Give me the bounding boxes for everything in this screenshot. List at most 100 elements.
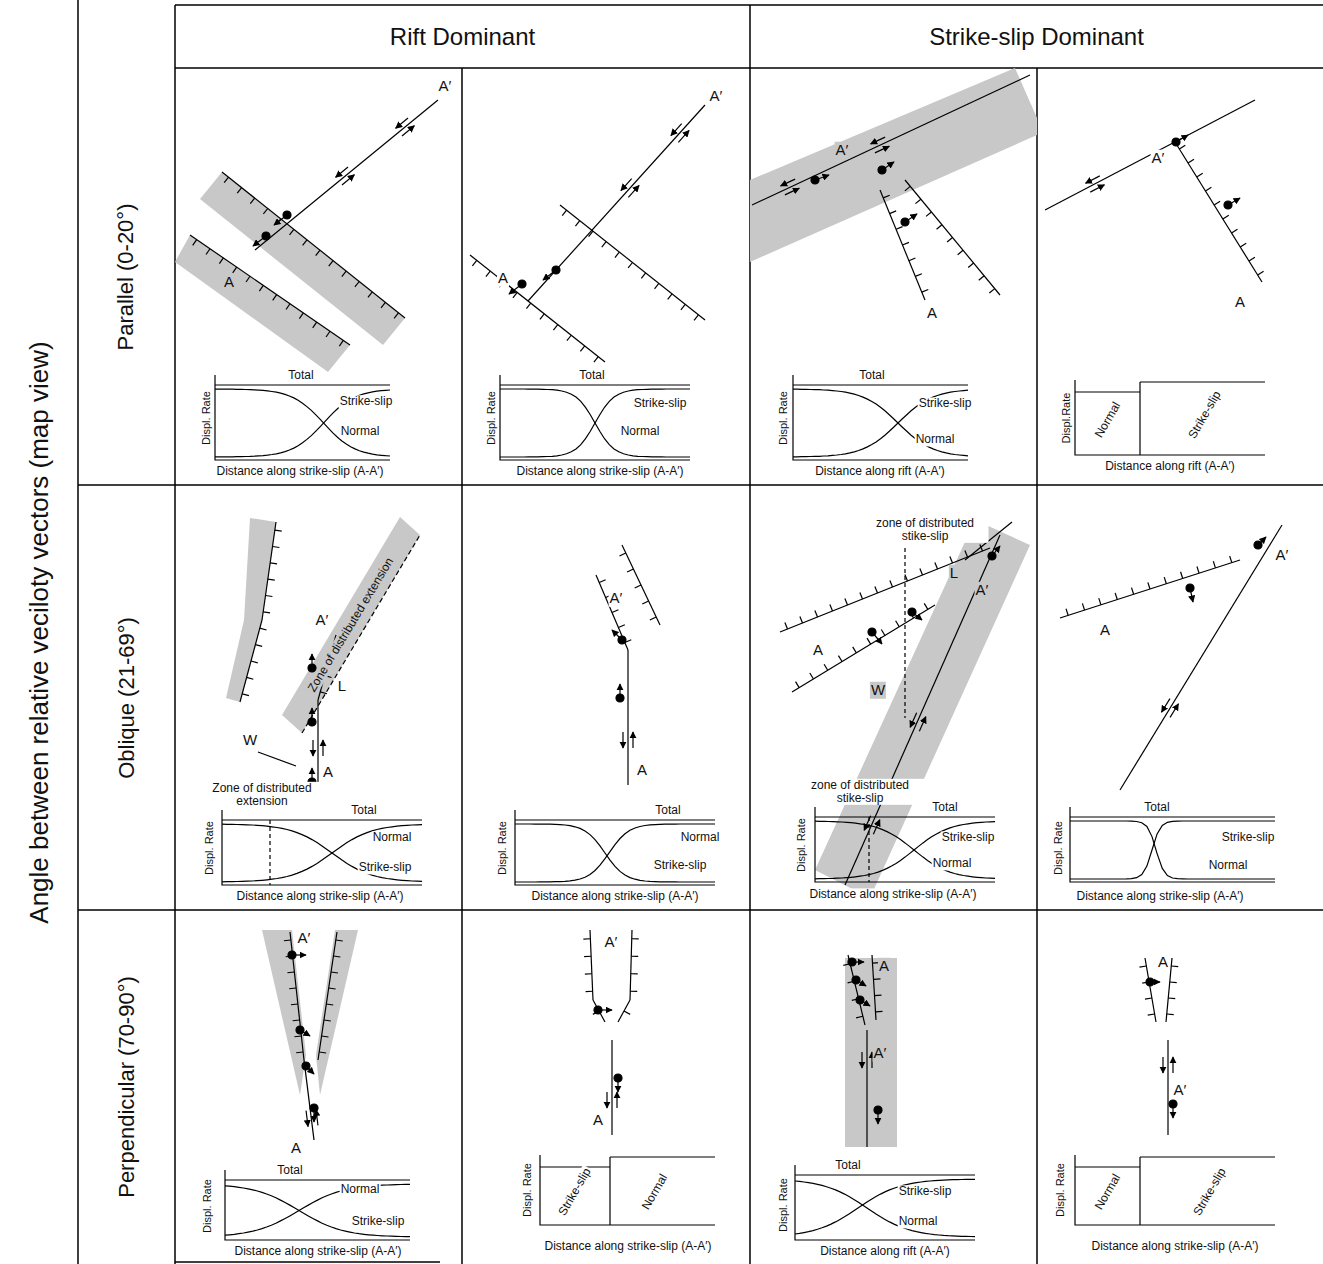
fault-tick (273, 546, 280, 548)
total-curve (500, 384, 690, 385)
fault-tick (246, 276, 250, 282)
strike-slip-fault (611, 1040, 612, 1135)
chart-label: Distance along strike-slip (A-A′) (544, 1240, 713, 1253)
slip-arrow (322, 740, 323, 756)
strike-slip-fault (1167, 1040, 1168, 1135)
fault-tick (635, 585, 641, 588)
row-header-cell: Perpendicular (70-90°) (78, 910, 175, 1264)
velocity-arrow (311, 768, 312, 782)
zone-boundary (302, 535, 420, 733)
velocity-arrow (311, 654, 312, 668)
strike-slip-fault (317, 700, 318, 790)
point-label: A′ (315, 612, 330, 629)
velocity-arrow (872, 632, 882, 644)
point-label: A (1099, 622, 1111, 639)
fault-tick (472, 260, 476, 265)
rate-level (1075, 1166, 1140, 1167)
velocity-arrow (1190, 588, 1193, 602)
fault-tick (284, 939, 291, 941)
fault-tick (394, 313, 398, 318)
point-label: A′ (1173, 1082, 1188, 1099)
chart-label: Total (350, 804, 377, 817)
fault-tick (567, 335, 571, 340)
point-label: A (926, 305, 938, 322)
fault-tick (642, 601, 648, 604)
fault-tick (293, 1019, 300, 1021)
rising-curve (225, 1184, 410, 1235)
fault-tick (206, 249, 210, 255)
fault-tick (1139, 966, 1146, 967)
velocity-arrow (274, 215, 287, 225)
fault-tick (1170, 981, 1177, 983)
total-curve (215, 384, 390, 385)
velocity-arrow (1172, 1104, 1173, 1118)
rate-level (610, 1156, 715, 1157)
point-label: L (337, 678, 347, 695)
fault-tick (316, 250, 320, 255)
axis-label: Displ. Rate (200, 390, 212, 446)
total-curve (1070, 816, 1275, 817)
fault-tick (255, 645, 262, 647)
point-label: A′ (438, 78, 453, 95)
chart-label: Distance along rift (A-A′) (1104, 460, 1236, 473)
total-curve (795, 1174, 975, 1175)
row-header-cell: Parallel (0-20°) (78, 68, 175, 485)
chart-label: Normal (620, 425, 661, 438)
slip-arrow (632, 732, 633, 748)
chart-label: Strike-slip (633, 397, 688, 410)
rate-level (1140, 1156, 1275, 1157)
velocity-arrow (612, 630, 622, 640)
fault-tick (830, 605, 833, 611)
point-label: A′ (1275, 547, 1290, 564)
deformation-zone (750, 68, 1037, 262)
chart-label: Strike-slip (1221, 831, 1276, 844)
fault-tick (935, 563, 938, 569)
rate-level (1140, 381, 1265, 382)
fault-tick (319, 1052, 326, 1053)
fault-tick (922, 289, 928, 292)
chart-label: Normal (915, 433, 956, 446)
fault-tick (594, 357, 598, 362)
deformation-zone (226, 518, 276, 702)
fault-tick (915, 199, 920, 203)
velocity-arrow (306, 1066, 314, 1074)
fault-tick (585, 973, 592, 974)
fault-tick (329, 988, 336, 989)
chart-label: Normal (898, 1215, 939, 1228)
slip-arrow (621, 179, 632, 191)
fault-tick (615, 252, 619, 257)
velocity-arrow (509, 284, 522, 294)
fault-tick (958, 250, 963, 254)
deformation-zone (845, 958, 897, 1147)
fault-tick (331, 972, 338, 973)
deformation-zone (262, 930, 306, 1095)
fault-tick (624, 1011, 630, 1014)
strike-slip-fault (845, 535, 1000, 885)
slip-arrow (910, 713, 916, 728)
slip-arrow (864, 816, 870, 831)
normal-fault (880, 190, 925, 300)
normal-fault (596, 575, 628, 650)
strike-slip-fault (866, 1030, 867, 1147)
fault-tick (583, 938, 590, 939)
chart-axes (222, 810, 422, 885)
fault-tick (896, 227, 902, 230)
velocity-arrow (905, 214, 917, 222)
velocity-arrow (1150, 981, 1160, 982)
fault-tick (860, 593, 863, 599)
velocity-arrow (856, 980, 866, 986)
table-grid (78, 0, 1323, 1264)
fault-tick (294, 1035, 301, 1037)
falling-curve (815, 821, 995, 878)
fault-tick (329, 261, 333, 266)
fault-tick (810, 673, 814, 679)
strike-slip-fault (627, 650, 628, 785)
normal-fault (1060, 560, 1240, 618)
slip-arrow (622, 732, 623, 748)
chart-label: Strike-slip (1186, 388, 1225, 442)
slip-arrow (1090, 185, 1104, 192)
fault-tick (874, 978, 881, 980)
fault-tick (838, 656, 842, 662)
fault-tick (263, 611, 270, 613)
